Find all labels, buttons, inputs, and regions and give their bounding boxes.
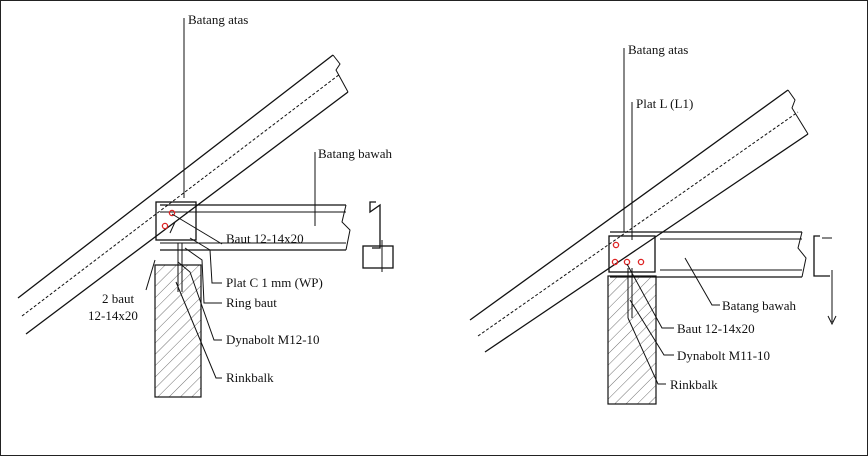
leader: [184, 247, 222, 304]
right-top-chord: [469, 89, 809, 353]
c-section-icon: [362, 201, 394, 272]
left-bolt-hole: [168, 209, 176, 217]
label-rinkbalk: Rinkbalk: [670, 377, 718, 392]
right-bottom-chord: [610, 231, 807, 278]
left-top-chord: [17, 54, 349, 335]
leader: [171, 213, 223, 245]
label-dynabolt: Dynabolt M12-10: [226, 332, 320, 347]
label-ring-baut: Ring baut: [226, 295, 277, 310]
left-plate-c: [155, 201, 197, 241]
left-dynabolt: [172, 242, 188, 292]
right-bolt-hole: [637, 258, 645, 266]
label-dynabolt: Dynabolt M11-10: [677, 348, 770, 363]
label-2-baut: 2 baut: [102, 291, 135, 306]
left-bolt-hole: [161, 222, 169, 230]
label-plat-l: Plat L (L1): [636, 96, 693, 111]
label-2-baut-size: 12-14x20: [88, 308, 138, 323]
label-batang-atas: Batang atas: [628, 42, 688, 57]
right-bolt-hole: [623, 258, 631, 266]
leader: [626, 263, 674, 329]
right-detail: Batang atas Plat L (L1) Batang bawah Bau…: [469, 42, 837, 405]
z-section-icon: [813, 235, 837, 326]
label-plat-c: Plat C 1 mm (WP): [226, 275, 323, 290]
right-bolt-hole: [611, 258, 619, 266]
leader: [627, 317, 666, 385]
label-baut: Baut 12-14x20: [677, 321, 755, 336]
left-detail: Batang atas Batang bawah Baut 12-14x20 P…: [17, 12, 394, 398]
label-rinkbalk: Rinkbalk: [226, 370, 274, 385]
label-batang-bawah: Batang bawah: [722, 298, 797, 313]
right-bolt-hole: [612, 241, 620, 249]
label-baut: Baut 12-14x20: [226, 231, 304, 246]
leader: [684, 257, 720, 306]
leader: [145, 259, 156, 291]
leader: [177, 261, 222, 341]
right-dynabolt: [627, 268, 633, 318]
leader: [175, 281, 222, 379]
label-batang-bawah: Batang bawah: [318, 146, 393, 161]
leader: [169, 221, 176, 234]
label-batang-atas: Batang atas: [188, 12, 248, 27]
leader: [629, 299, 674, 356]
leader: [189, 237, 222, 284]
